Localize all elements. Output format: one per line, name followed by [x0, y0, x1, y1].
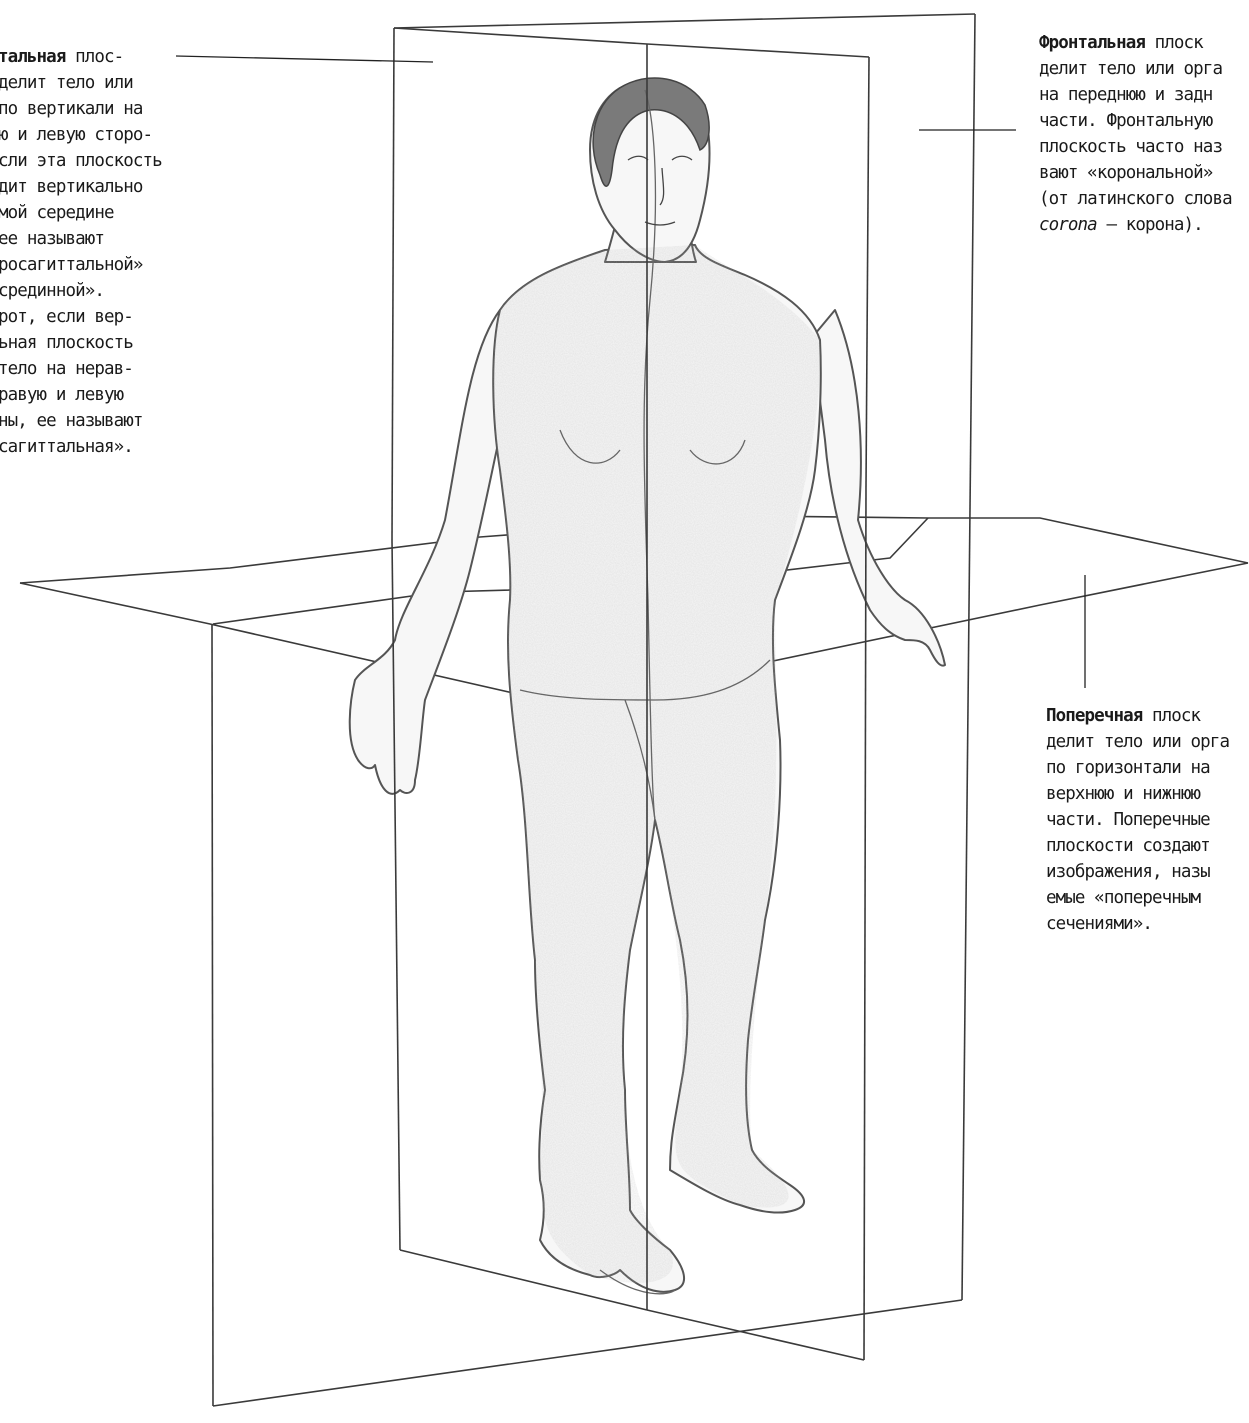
- sagittal-term: тальная: [0, 47, 65, 67]
- frontal-term: Фронтальная: [1039, 33, 1145, 53]
- frontal-plane-caption: Фронтальная плоск делит тело или орга на…: [1039, 30, 1232, 238]
- transverse-term: Поперечная: [1046, 706, 1142, 726]
- sagittal-plane-caption: тальная плос- делит тело или по вертикал…: [0, 44, 162, 460]
- transverse-plane-caption: Поперечная плоск делит тело или орга по …: [1046, 703, 1229, 937]
